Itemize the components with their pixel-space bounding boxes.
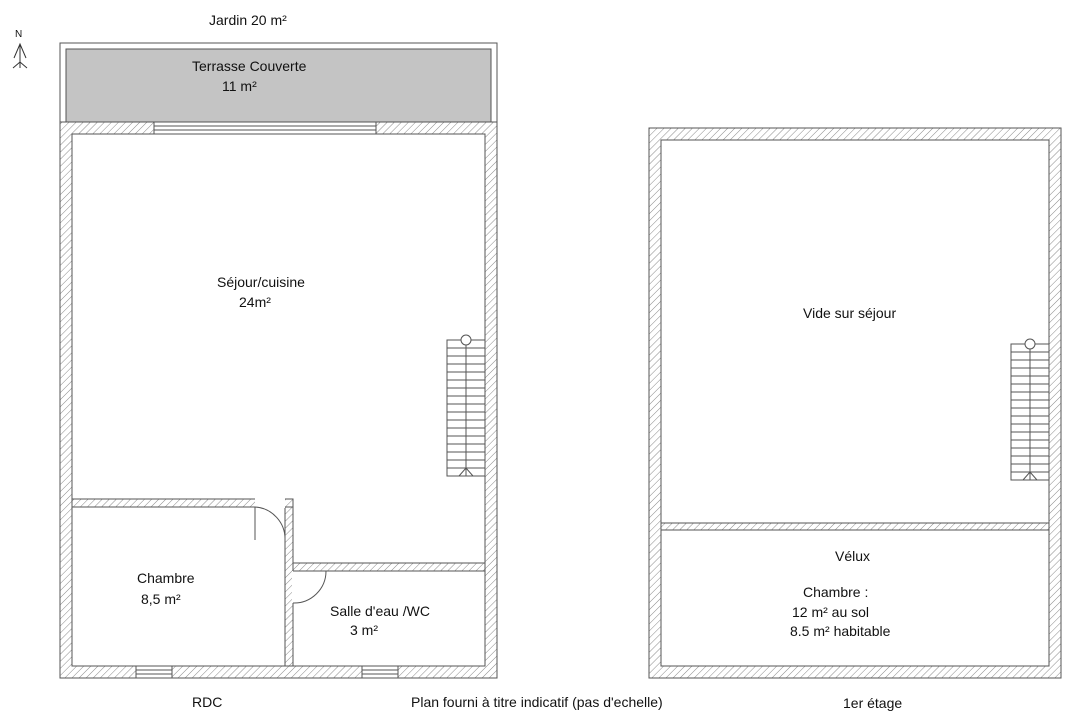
upper-bedroom-name: Chambre : bbox=[803, 584, 869, 600]
upper-bedroom-floor-area: 12 m² au sol bbox=[792, 604, 870, 620]
ground-floor-caption: RDC bbox=[192, 694, 223, 710]
window-icon bbox=[153, 121, 377, 135]
bedroom-name: Chambre bbox=[137, 570, 195, 586]
staircase-icon bbox=[1010, 338, 1050, 481]
window-icon bbox=[135, 665, 173, 679]
interior-wall-upper bbox=[660, 522, 1050, 531]
north-label: N bbox=[15, 29, 23, 40]
north-arrow-icon bbox=[12, 42, 28, 69]
door-swing-icon bbox=[254, 506, 286, 541]
living-room-area: 24m² bbox=[239, 294, 271, 310]
first-floor-caption: 1er étage bbox=[843, 695, 903, 711]
bathroom-name: Salle d'eau /WC bbox=[330, 603, 430, 619]
terrace-area bbox=[59, 42, 498, 123]
window-icon bbox=[361, 665, 399, 679]
interior-wall-bedroom-right bbox=[284, 506, 294, 667]
door-swing-icon bbox=[292, 570, 327, 604]
interior-wall-bathroom-top bbox=[292, 562, 486, 572]
terrace-area-label: 11 m² bbox=[222, 78, 257, 94]
void-label: Vide sur séjour bbox=[803, 305, 897, 321]
upper-bedroom-habitable-area: 8.5 m² habitable bbox=[790, 623, 891, 639]
disclaimer-caption: Plan fourni à titre indicatif (pas d'ech… bbox=[411, 694, 663, 710]
ground-floor-outer-wall bbox=[59, 121, 498, 679]
bedroom-area: 8,5 m² bbox=[141, 591, 181, 607]
living-room-name: Séjour/cuisine bbox=[217, 274, 305, 290]
garden-label: Jardin 20 m² bbox=[209, 12, 287, 28]
terrace-name: Terrasse Couverte bbox=[192, 58, 307, 74]
first-floor-outer-wall bbox=[648, 127, 1062, 679]
bathroom-area: 3 m² bbox=[350, 622, 378, 638]
staircase-icon bbox=[446, 334, 486, 477]
velux-label: Vélux bbox=[835, 548, 871, 564]
